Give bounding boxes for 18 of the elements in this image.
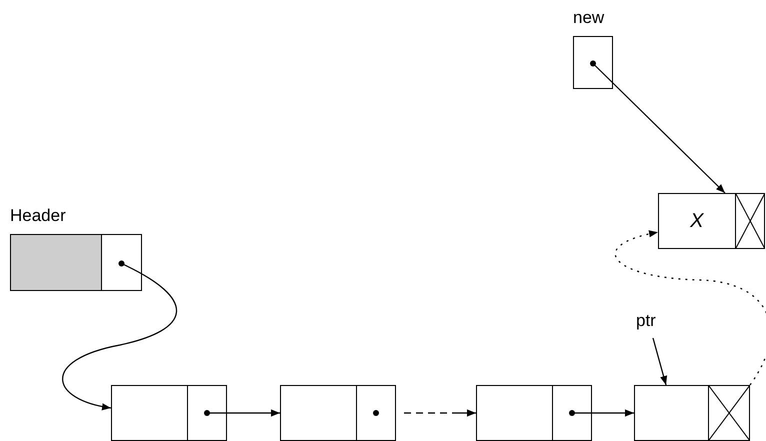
pointer-label: ptr [636,312,656,329]
pointer-arrow [62,260,177,410]
box-title: Header [10,207,67,224]
pointer-box [573,36,613,89]
list-node-box [280,385,396,441]
list-node-box [476,385,592,441]
dashed-arrow [615,230,766,386]
pointer-arrow [590,60,726,194]
pointer-arrow [569,409,634,417]
list-node-box [658,193,765,249]
pointer-arrow [652,338,668,386]
node-value: X [690,209,704,234]
list-node-box [10,234,142,291]
list-node-box [634,385,750,441]
list-node-box [111,385,227,441]
dashed-arrow [373,409,476,417]
box-title: new [573,9,606,26]
pointer-arrow [204,409,280,417]
